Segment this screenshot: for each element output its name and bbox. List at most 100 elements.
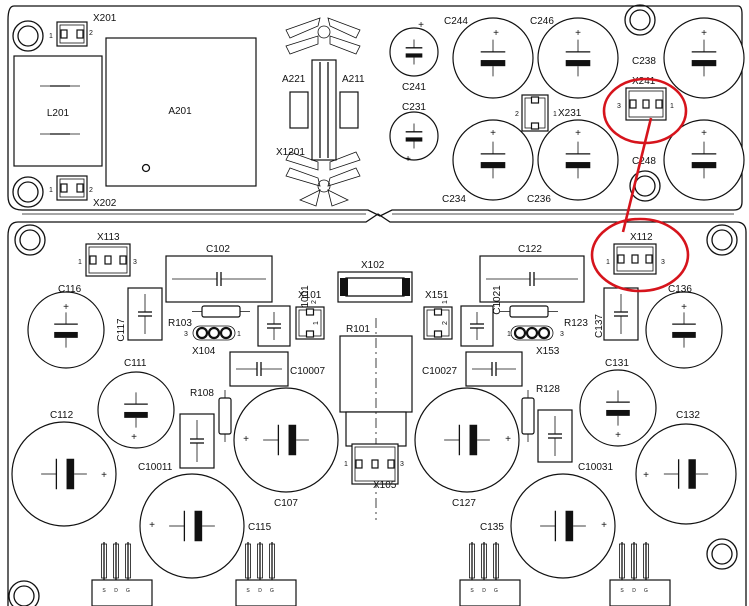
footprint-outline xyxy=(510,325,554,341)
resistor-body xyxy=(201,305,241,318)
comp-c116: + C116 xyxy=(27,284,105,369)
capacitor-body xyxy=(11,421,117,527)
footprint-outline xyxy=(480,60,506,67)
pin-label-x104-0: 3 xyxy=(184,331,188,338)
label-c10011: C10011 xyxy=(138,462,173,473)
comp-c122: C122 xyxy=(479,244,585,303)
footprint-outline xyxy=(629,99,637,109)
footprint-outline xyxy=(54,331,78,338)
pin-label-x202-1: 2 xyxy=(89,187,93,194)
upper-board-edge xyxy=(7,5,743,217)
plus-marker: + xyxy=(493,28,499,39)
footprint-outline xyxy=(530,122,540,130)
mounting-hole-pad xyxy=(17,25,39,47)
label-c248: C248 xyxy=(632,156,656,167)
label-c10027: C10027 xyxy=(422,366,457,377)
plus-marker: + xyxy=(701,128,707,139)
mounting-hole-pad xyxy=(711,543,733,565)
pin-label-x151-0: 1 xyxy=(442,300,449,304)
footprint-outline xyxy=(642,99,650,109)
label-x104: X104 xyxy=(192,346,216,357)
label-c111: C111 xyxy=(124,358,147,369)
footprint-outline xyxy=(60,29,68,39)
capacitor-body xyxy=(663,119,745,201)
label-c10007: C10007 xyxy=(290,366,325,377)
comp-c137: C137 xyxy=(594,287,639,341)
label-c116: C116 xyxy=(58,284,82,295)
lower-board-edge xyxy=(7,213,747,606)
label-x202: X202 xyxy=(93,198,117,209)
mounting-hole-ring xyxy=(8,580,40,606)
footprint-outline xyxy=(480,162,506,169)
transistor-body xyxy=(235,579,297,606)
mounting-hole-ring xyxy=(14,224,46,256)
pin-label-x112-0: 1 xyxy=(606,259,610,266)
label-x241: X241 xyxy=(632,76,656,87)
comp-a201: A201 xyxy=(105,37,257,187)
capacitor-body xyxy=(414,387,520,493)
transistor-pin-label: D xyxy=(258,588,262,594)
transistor-pin-label: S xyxy=(470,588,474,594)
capacitor-body xyxy=(233,387,339,493)
label-x1201: X1201 xyxy=(276,147,305,158)
footprint-outline xyxy=(311,59,337,161)
transistor-pin-label: G xyxy=(494,588,498,594)
label-c131: C131 xyxy=(605,358,629,369)
plus-marker: + xyxy=(63,302,69,313)
comp-c131: +C131 xyxy=(579,358,657,447)
mounting-hole-ring xyxy=(706,224,738,256)
footprint-outline xyxy=(13,55,103,167)
label-x102: X102 xyxy=(361,260,385,271)
resistor-body xyxy=(218,397,232,435)
comp-c112: +C112 xyxy=(11,410,117,527)
comp-c117: C117 xyxy=(116,287,163,342)
pad-outline xyxy=(513,326,527,340)
label-x151: X151 xyxy=(425,290,449,301)
comp-c1021: C1021 xyxy=(460,285,503,347)
transistor-pin-label: S xyxy=(620,588,624,594)
footprint-outline xyxy=(565,60,591,67)
pin-label-x105-0: 1 xyxy=(344,461,348,468)
label-c136: C136 xyxy=(668,284,692,295)
footprint-outline xyxy=(305,308,315,316)
plus-marker: + xyxy=(701,28,707,39)
mounting-hole xyxy=(706,538,738,570)
label-c236: C236 xyxy=(527,194,551,205)
comp-c10027: C10027 xyxy=(422,351,523,387)
comp-c241: +C241 xyxy=(389,20,439,93)
footprint-outline xyxy=(405,137,423,142)
label-x113: X113 xyxy=(97,232,120,243)
comp-r103: R103 xyxy=(168,305,250,329)
comp-a221: A221 xyxy=(282,74,309,129)
comp-r101: R101 xyxy=(339,318,413,520)
comp-c127: +C127 xyxy=(414,387,520,509)
label-c137: C137 xyxy=(594,314,605,338)
plus-marker: + xyxy=(601,520,607,531)
comp-c135: +C135 xyxy=(480,473,616,579)
plus-marker: + xyxy=(149,520,155,531)
capacitor-body xyxy=(389,27,439,77)
silkscreen-shape xyxy=(299,189,349,207)
pin-label-x201-1: 2 xyxy=(89,30,93,37)
comp-c102: C102 xyxy=(165,244,273,303)
pad-outline xyxy=(525,326,539,340)
pin-label-x101-1: 1 xyxy=(313,321,320,325)
comp-a211: A211 xyxy=(339,74,365,129)
pad-outline xyxy=(195,326,209,340)
comp-c248: + C248 xyxy=(632,119,745,201)
comp-c115: +C115 xyxy=(139,473,272,579)
pin-label-x241-0: 3 xyxy=(617,103,621,110)
capacitor-body xyxy=(645,291,723,369)
pin-label-x151-1: 2 xyxy=(442,321,449,325)
comp-r123: R123 xyxy=(500,305,588,329)
capacitor-body xyxy=(579,369,657,447)
label-c1021: C1021 xyxy=(492,285,503,315)
footprint-outline xyxy=(616,246,654,272)
mounting-hole-ring xyxy=(12,20,44,52)
